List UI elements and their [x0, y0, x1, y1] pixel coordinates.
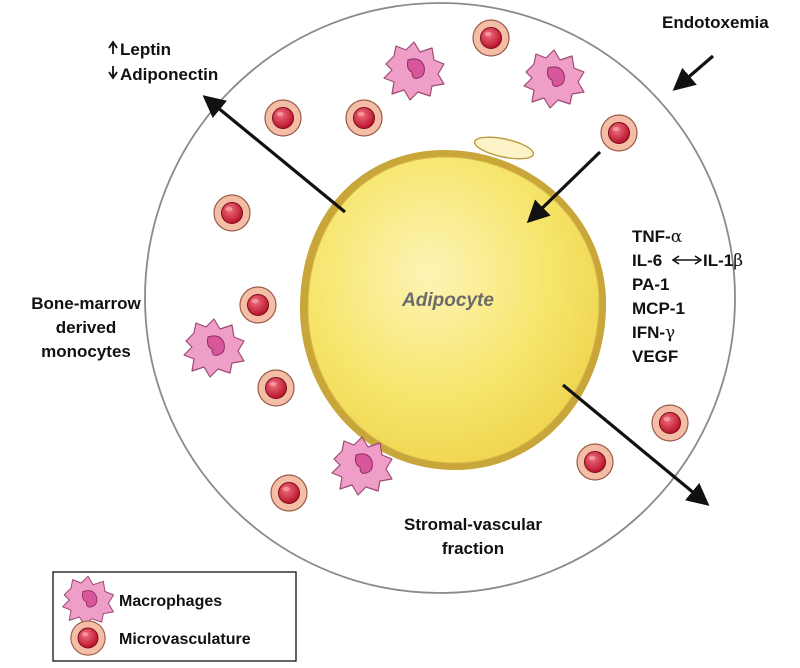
micro-cell	[239, 286, 277, 324]
cytokine-il6: IL-6	[632, 251, 662, 270]
micro-cell	[651, 404, 689, 442]
leptin-adiponectin-label: Leptin Adiponectin	[108, 40, 218, 84]
stromal-vascular-label: Stromal-vascular fraction	[404, 515, 542, 558]
arrow-micro-in	[526, 150, 602, 224]
cytokine-pa1: PA-1	[632, 275, 669, 294]
cytokine-vegf: VEGF	[632, 347, 678, 366]
svg-text:Stromal-vascular: Stromal-vascular	[404, 515, 542, 534]
micro-cell	[213, 194, 251, 232]
micro-cell	[472, 19, 510, 57]
legend-microvasculature-icon	[70, 620, 106, 656]
bone-marrow-label: Bone-marrow derived monocytes	[31, 294, 141, 361]
micro-cell	[270, 474, 308, 512]
legend-microvasculature-label: Microvasculature	[119, 631, 251, 648]
cytokine-ifn: IFN-γ	[632, 323, 675, 343]
micro-cell	[257, 369, 295, 407]
micro-cell	[600, 114, 638, 152]
cytokine-tnf: TNF-α	[632, 227, 683, 247]
double-arrow-icon	[671, 255, 703, 265]
micro-cell	[576, 443, 614, 481]
adiponectin-label: Adiponectin	[120, 65, 218, 84]
up-arrow-icon	[108, 40, 118, 54]
svg-text:monocytes: monocytes	[41, 342, 131, 361]
leptin-label: Leptin	[120, 40, 171, 59]
adipocyte-label: Adipocyte	[401, 290, 494, 311]
svg-text:Bone-marrow: Bone-marrow	[31, 294, 141, 313]
legend: Macrophages Microvasculature	[52, 571, 297, 662]
endotoxemia-label: Endotoxemia	[662, 13, 769, 32]
arrow-stromal-out	[561, 383, 710, 506]
adipocyte-cell	[300, 136, 607, 470]
cytokine-mcp1: MCP-1	[632, 299, 685, 318]
adipocyte-nucleus	[473, 136, 535, 160]
micro-cell	[264, 99, 302, 137]
svg-text:fraction: fraction	[442, 539, 504, 558]
arrow-endotoxemia-in	[672, 54, 715, 91]
down-arrow-icon	[108, 66, 118, 80]
legend-macrophages-label: Macrophages	[119, 593, 222, 610]
micro-cell	[345, 99, 383, 137]
arrow-leptin-out	[202, 95, 347, 214]
cytokine-list: TNF-α IL-6 IL-1β PA-1 MCP-1 IFN-γ VEGF	[632, 227, 743, 366]
svg-text:derived: derived	[56, 318, 116, 337]
cytokine-il1: IL-1β	[703, 251, 743, 271]
